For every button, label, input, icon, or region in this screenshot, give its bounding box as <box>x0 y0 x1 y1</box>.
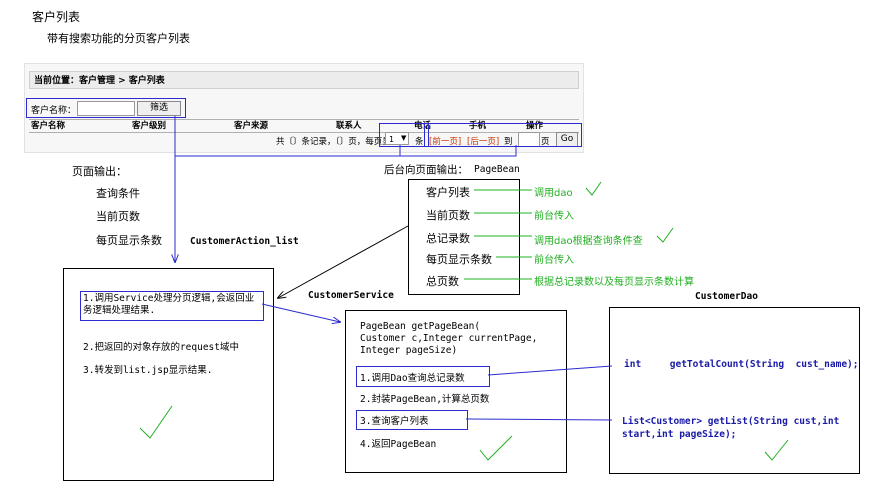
column-header: 电话 <box>414 121 432 131</box>
dao-label: CustomerDao <box>695 291 758 302</box>
service-step1-highlight <box>356 366 490 387</box>
pagebean-title: 后台向页面输出： <box>384 164 468 176</box>
search-input[interactable] <box>77 101 135 116</box>
chevron-down-icon: ▼ <box>401 134 407 142</box>
pager-page-unit: 页 <box>541 137 550 147</box>
column-header: 客户来源 <box>234 121 269 131</box>
next-page-link[interactable]: [后一页] <box>467 137 500 147</box>
pagebean-note: 调用dao <box>534 188 573 199</box>
search-highlight-box <box>26 98 186 118</box>
dao-method: int getTotalCount(String cust_name); <box>624 359 859 370</box>
column-header: 联系人 <box>336 121 362 131</box>
go-button[interactable]: Go <box>556 132 578 147</box>
action-box <box>63 268 274 481</box>
page-size-select[interactable]: 1 <box>385 132 409 145</box>
column-header: 手机 <box>469 121 487 131</box>
dao-box <box>609 307 860 474</box>
pagebean-field: 每页显示条数 <box>426 253 492 266</box>
service-step: 1.调用Dao查询总记录数 <box>360 373 465 384</box>
service-step: 3.查询客户列表 <box>360 416 429 427</box>
page-subtitle: 带有搜索功能的分页客户列表 <box>47 32 190 45</box>
pagebean-field: 总页数 <box>426 275 459 288</box>
service-box <box>345 310 567 473</box>
column-header: 客户名称 <box>31 121 66 131</box>
pagebean-class-name: PageBean <box>474 164 520 175</box>
pagebean-note: 前台传入 <box>534 211 574 222</box>
action-step1-highlight <box>80 291 264 321</box>
pagebean-note: 根据总记录数以及每页显示条数计算 <box>534 277 694 288</box>
pagebean-field: 客户列表 <box>426 186 470 199</box>
action-label: CustomerAction_list <box>190 236 299 247</box>
pager-total-text: 共〔〕条记录，〔〕页，每页显示 <box>276 137 400 147</box>
pagebean-field: 总记录数 <box>426 232 470 245</box>
page-output-item: 当前页数 <box>96 210 140 223</box>
pagebean-note: 前台传入 <box>534 255 574 266</box>
action-step: 3.转发到list.jsp显示结果. <box>83 365 213 376</box>
page-size-highlight-box <box>379 123 429 147</box>
page-title: 客户列表 <box>32 10 81 24</box>
action-step: 1.调用Service处理分页逻辑,会返回业务逻辑处理结果. <box>83 293 255 316</box>
service-step3-highlight <box>356 410 468 430</box>
service-label: CustomerService <box>308 290 394 301</box>
prev-page-link[interactable]: [前一页] <box>429 137 462 147</box>
page-output-title: 页面输出： <box>72 165 127 178</box>
table-header: 客户名称 客户级别 客户来源 联系人 电话 手机 操作 <box>29 119 579 133</box>
service-step: 4.返回PageBean <box>360 439 437 450</box>
filter-button[interactable]: 筛选 <box>137 101 181 116</box>
dao-method: List<Customer> getList(String cust,int s… <box>622 416 840 440</box>
pagebean-field: 当前页数 <box>426 209 470 222</box>
search-label: 客户名称： <box>31 106 77 116</box>
service-step: 2.封装PageBean,计算总页数 <box>360 394 490 405</box>
page-output-item: 查询条件 <box>96 187 140 200</box>
pagebean-note: 调用dao根据查询条件查 <box>534 236 643 247</box>
pagebean-box <box>408 179 520 295</box>
breadcrumb: 当前位置：客户管理 > 客户列表 <box>29 71 579 89</box>
page-output-item: 每页显示条数 <box>96 234 162 247</box>
action-step: 2.把返回的对象存放的request域中 <box>83 342 239 353</box>
customer-list-ui-mockup: 当前位置：客户管理 > 客户列表 客户名称： 筛选 客户名称 客户级别 客户来源… <box>24 63 584 153</box>
column-header: 操作 <box>526 121 544 131</box>
pager-unit: 条 <box>415 137 424 147</box>
column-header: 客户级别 <box>132 121 167 131</box>
pager-highlight-box <box>424 123 582 147</box>
service-signature: PageBean getPageBean( Customer c,Integer… <box>360 321 538 356</box>
pager-to: 到 <box>504 137 513 147</box>
